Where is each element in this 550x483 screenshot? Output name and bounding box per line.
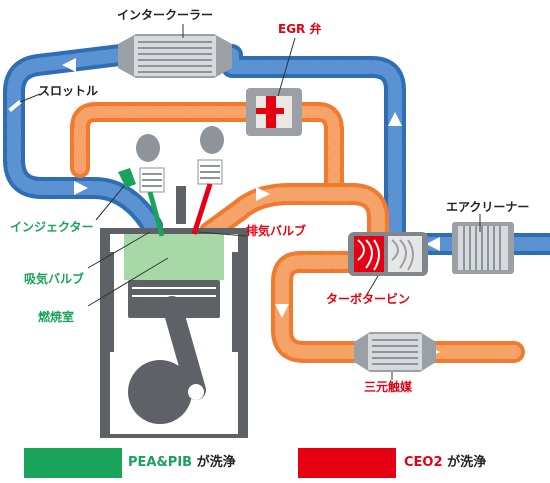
legend-green-name: PEA&PIB — [128, 455, 193, 470]
air-cleaner-label: エアクリーナー — [446, 200, 530, 214]
legend-red-suffix: が洗浄 — [447, 455, 487, 470]
egr-valve — [246, 88, 302, 136]
intercooler — [118, 34, 232, 78]
intake-valve-label: 吸気バルブ — [24, 272, 85, 286]
legend-green-label: PEA&PIB が洗浄 — [128, 455, 236, 471]
exhaust-valve-label: 排気バルブ — [246, 224, 307, 238]
arrow-right-icon — [74, 181, 88, 195]
catalyst — [354, 332, 436, 372]
spark-plug — [176, 186, 186, 224]
combustion-chamber — [124, 234, 224, 280]
injector — [118, 168, 136, 188]
arrow-up-icon — [388, 112, 402, 126]
arrow-left-icon-3 — [426, 237, 440, 251]
injector-leader — [95, 185, 125, 221]
legend-red-swatch — [298, 448, 396, 478]
arrow-down-icon — [275, 304, 289, 318]
intercooler-label: インタークーラー — [117, 8, 214, 22]
arrow-right-icon-2 — [256, 187, 270, 201]
connecting-rod — [162, 296, 206, 400]
combustion-leader — [87, 257, 169, 307]
legend-green-swatch — [24, 448, 122, 478]
arrow-left-icon — [62, 58, 76, 72]
catalyst-label: 三元触媒 — [364, 380, 413, 394]
legend-green-suffix: が洗浄 — [196, 455, 236, 470]
crankshaft — [128, 360, 192, 424]
throttle-leader — [19, 93, 41, 103]
legend-red-name: CEO2 — [404, 455, 443, 470]
exhaust-valve — [191, 126, 224, 235]
turbocharger-label: ターボタービン — [326, 292, 411, 306]
injector-label: インジェクター — [10, 220, 94, 234]
air-cleaner — [452, 222, 514, 274]
throttle — [8, 99, 22, 113]
turbo-leader — [365, 275, 379, 297]
legend-red-label: CEO2 が洗浄 — [404, 455, 486, 471]
engine-block — [100, 228, 248, 438]
egr-leader — [277, 37, 296, 97]
intake-valve-leader — [87, 231, 151, 269]
exhaust-valve-leader — [197, 231, 247, 237]
combustion-chamber-label: 燃焼室 — [38, 310, 75, 324]
throttle-label: スロットル — [38, 84, 99, 98]
turbocharger — [348, 232, 428, 276]
egr-valve-label: EGR 弁 — [278, 22, 322, 36]
intake-pipe — [3, 44, 550, 255]
intake-valve — [136, 134, 165, 237]
